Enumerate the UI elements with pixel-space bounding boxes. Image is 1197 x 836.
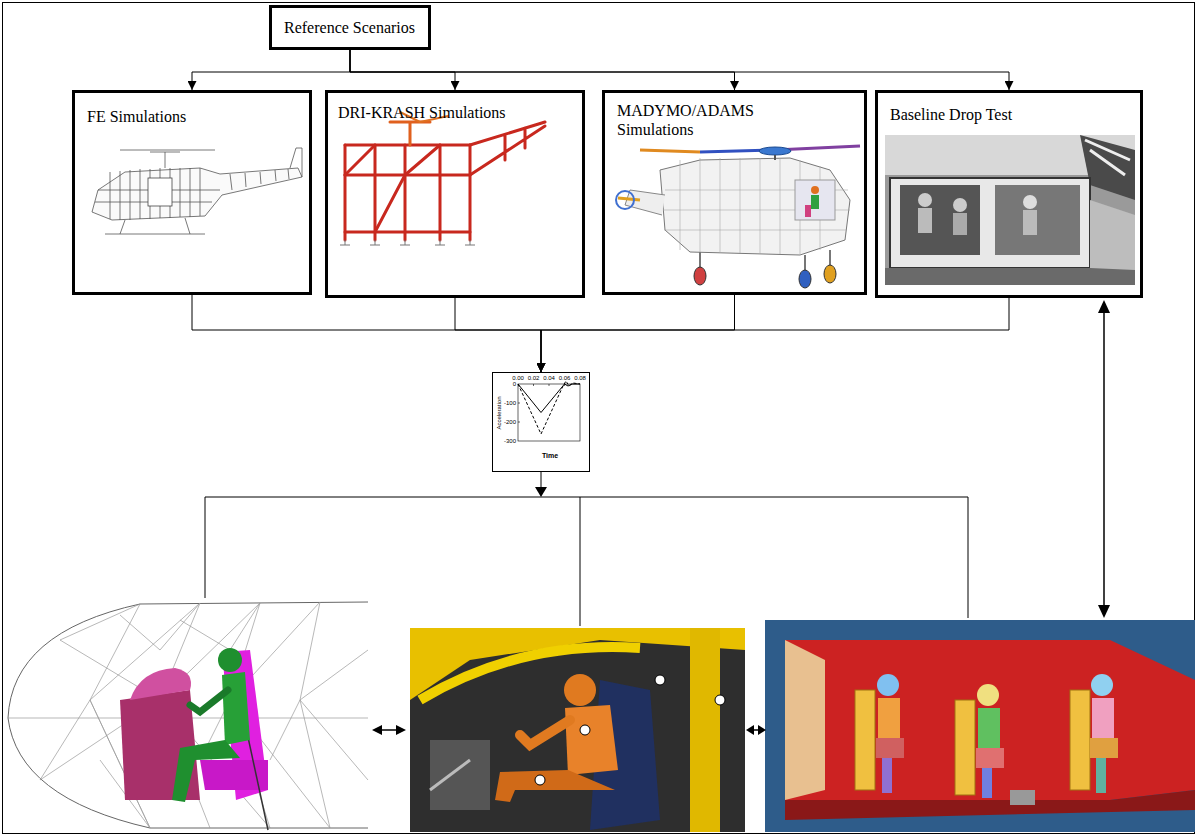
drikrash-feet bbox=[340, 240, 475, 245]
node-title: FE Simulations bbox=[87, 107, 186, 126]
scenario-box: Reference Scenarios bbox=[269, 5, 431, 50]
test-box: Baseline Drop Test bbox=[875, 90, 1143, 298]
simulation-box: MADYMO/ADAMS Simulations bbox=[602, 90, 867, 295]
flow-arrow bbox=[350, 50, 1009, 90]
flow-arrow bbox=[350, 50, 455, 90]
flow-arrow bbox=[541, 298, 1009, 372]
tick-label: 0 bbox=[513, 381, 516, 388]
tick-label: -300 bbox=[504, 438, 516, 445]
flow-arrow bbox=[541, 295, 735, 372]
tick-label: 0.08 bbox=[574, 375, 586, 382]
sled-photo bbox=[410, 628, 745, 832]
flow-arrow bbox=[455, 298, 541, 372]
node-title: Baseline Drop Test bbox=[890, 105, 1012, 124]
drikrash-frame bbox=[345, 112, 545, 240]
pulse-chart bbox=[518, 381, 580, 441]
node-title: MADYMO/ADAMS Simulations bbox=[617, 101, 752, 139]
madymo-helicopter bbox=[616, 146, 860, 288]
fe-helicopter bbox=[92, 148, 302, 234]
double-arrows bbox=[380, 312, 1104, 730]
tick-label: 0.00 bbox=[512, 375, 524, 382]
drop-test-photo bbox=[885, 135, 1135, 285]
tick-label: -200 bbox=[504, 419, 516, 426]
tick-label: -100 bbox=[504, 400, 516, 407]
cabin-model bbox=[765, 620, 1195, 832]
simulation-box: DRI-KRASH Simulations bbox=[325, 90, 585, 298]
tick-label: 0.06 bbox=[559, 375, 571, 382]
tick-label: 0.04 bbox=[543, 375, 555, 382]
simulation-box: FE Simulations bbox=[72, 90, 312, 295]
flow-arrow bbox=[192, 50, 350, 90]
node-title: Acceleration bbox=[496, 396, 503, 429]
cockpit-wireframe bbox=[8, 602, 368, 830]
node-title: DRI-KRASH Simulations bbox=[338, 103, 506, 122]
node-text: Time bbox=[542, 452, 558, 460]
flow-arrow bbox=[350, 50, 735, 90]
double-arrow-heads bbox=[372, 300, 1110, 735]
arrow-head bbox=[535, 487, 547, 497]
node-title: Reference Scenarios bbox=[284, 18, 415, 37]
outer-frame bbox=[3, 3, 1195, 834]
tick-label: 0.02 bbox=[528, 375, 540, 382]
flow-arrow bbox=[192, 295, 541, 372]
